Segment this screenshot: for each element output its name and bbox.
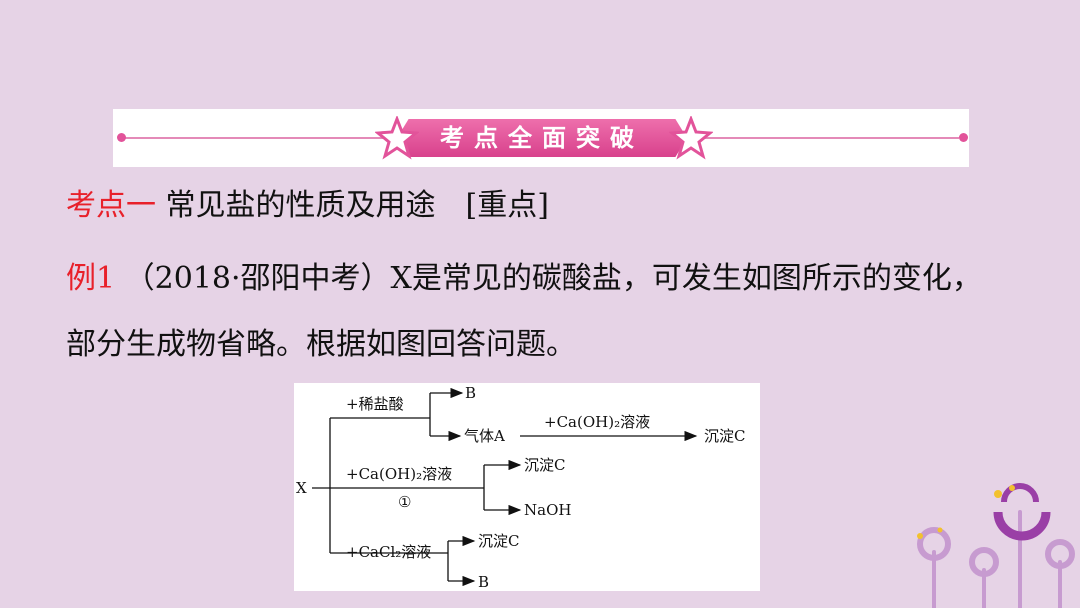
- reagent-caoh2-1: +Ca(OH)₂溶液: [544, 413, 650, 431]
- banner-line-left: [121, 137, 493, 139]
- banner-title: 考点全面突破: [440, 124, 644, 152]
- reagent-caoh2-2: +Ca(OH)₂溶液: [346, 465, 452, 483]
- banner-pill: [397, 119, 687, 157]
- example-label: 例1: [66, 261, 116, 296]
- reagent-hcl: +稀盐酸: [346, 395, 404, 413]
- banner-dot-right: [959, 133, 968, 142]
- step-mark: ①: [398, 493, 411, 511]
- banner-line-right: [701, 137, 959, 139]
- node-precipitate-c3: 沉淀C: [478, 532, 519, 550]
- node-b2: B: [478, 573, 489, 591]
- node-b: B: [465, 384, 476, 402]
- section-heading: 考点一 常见盐的性质及用途 [重点]: [66, 180, 549, 224]
- example-text: （2018·邵阳中考）X是常见的碳酸盐，可发生如图所示的变化，部分生成物省略。根…: [66, 261, 982, 362]
- node-naoh: NaOH: [524, 501, 571, 519]
- flower-decoration-icon: [917, 483, 1075, 608]
- star-icon-right: [669, 116, 713, 160]
- node-x: X: [296, 479, 307, 497]
- heading-text: 常见盐的性质及用途 [重点]: [165, 188, 549, 223]
- banner-dot-left: [117, 133, 126, 142]
- section-banner: 考点全面突破: [113, 109, 969, 167]
- heading-label: 考点一: [66, 188, 156, 223]
- reaction-diagram: X +稀盐酸 B 气体A +Ca(OH)₂溶液 沉淀C +Ca(OH)₂溶液 ①…: [294, 383, 760, 591]
- node-gas-a: 气体A: [464, 427, 505, 445]
- node-precipitate-c1: 沉淀C: [704, 427, 745, 445]
- reagent-cacl2: +CaCl₂溶液: [346, 543, 431, 561]
- example-question: 例1 （2018·邵阳中考）X是常见的碳酸盐，可发生如图所示的变化，部分生成物省…: [66, 246, 1006, 378]
- node-precipitate-c2: 沉淀C: [524, 456, 565, 474]
- star-icon-left: [375, 116, 419, 160]
